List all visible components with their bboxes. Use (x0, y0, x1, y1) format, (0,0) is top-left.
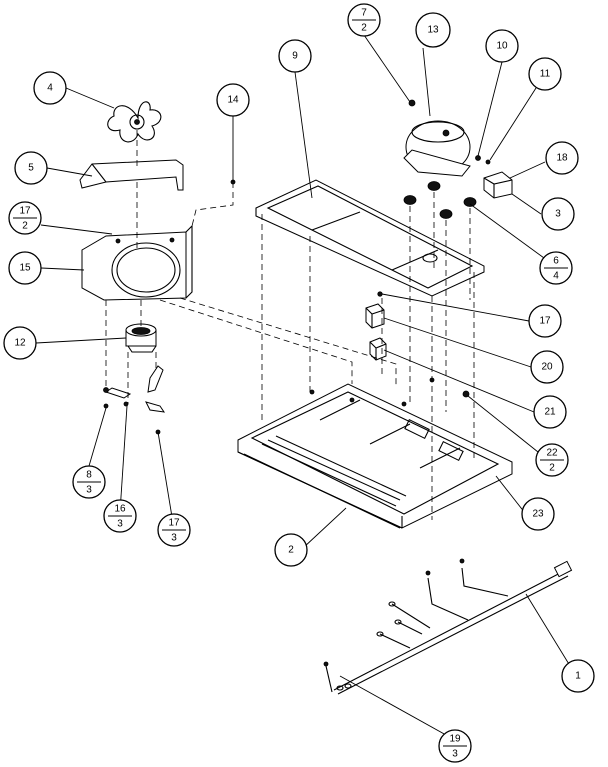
svg-text:13: 13 (427, 25, 439, 36)
svg-text:3: 3 (86, 485, 92, 496)
svg-text:3: 3 (117, 519, 123, 530)
svg-text:20: 20 (541, 362, 553, 373)
callout-20: 20 (530, 350, 564, 384)
callout-5: 5 (14, 151, 48, 185)
svg-text:4: 4 (553, 271, 559, 282)
relay-overload (475, 155, 513, 199)
shroud-bracket (79, 159, 184, 191)
svg-text:6: 6 (553, 256, 559, 267)
motor-brackets (103, 365, 166, 435)
svg-text:2: 2 (361, 23, 367, 34)
callout-19-3: 19 3 (438, 729, 472, 763)
callout-4: 4 (33, 71, 67, 105)
svg-text:5: 5 (28, 163, 34, 174)
callout-16-3: 16 3 (103, 499, 137, 533)
callout-10: 10 (485, 29, 519, 63)
assembly-lines (105, 130, 475, 520)
svg-text:8: 8 (86, 470, 92, 481)
svg-text:16: 16 (114, 504, 126, 515)
callout-1: 1 (561, 659, 595, 693)
callout-15: 15 (8, 251, 42, 285)
callout-14: 14 (216, 83, 250, 117)
callout-13: 13 (415, 12, 451, 48)
callout-23: 23 (521, 497, 555, 531)
svg-text:2: 2 (549, 463, 555, 474)
svg-text:22: 22 (546, 448, 558, 459)
drain-pan (255, 179, 485, 297)
svg-text:19: 19 (449, 734, 461, 745)
callout-8-3: 8 3 (72, 465, 106, 499)
screw-14 (191, 179, 236, 227)
svg-text:1: 1 (575, 671, 581, 682)
svg-text:3: 3 (171, 533, 177, 544)
callout-3: 3 (541, 197, 575, 231)
svg-text:9: 9 (292, 51, 298, 62)
callout-21: 21 (533, 395, 567, 429)
compressor (403, 99, 471, 177)
svg-text:2: 2 (288, 545, 294, 556)
callout-7-2: 7 2 (347, 3, 381, 37)
callout-9: 9 (278, 39, 312, 73)
callout-18: 18 (545, 141, 579, 175)
callout-2: 2 (274, 533, 308, 567)
svg-text:17: 17 (19, 206, 31, 217)
control-relays (365, 291, 387, 361)
callout-12: 12 (3, 326, 37, 360)
callout-17: 17 (528, 304, 562, 338)
svg-text:17: 17 (539, 316, 551, 327)
callout-6-4: 6 4 (539, 251, 573, 285)
fan-motor (125, 323, 157, 353)
fan-blade (107, 101, 162, 143)
svg-text:18: 18 (556, 153, 568, 164)
svg-text:3: 3 (452, 749, 458, 760)
svg-text:15: 15 (19, 263, 31, 274)
leader-lines (35, 34, 576, 741)
fan-shroud (81, 224, 193, 301)
callout-17-3: 17 3 (157, 513, 191, 547)
svg-text:3: 3 (555, 209, 561, 220)
svg-text:10: 10 (496, 41, 508, 52)
svg-text:12: 12 (14, 338, 26, 349)
svg-text:21: 21 (544, 407, 556, 418)
svg-text:17: 17 (168, 518, 180, 529)
compressor-grommets (403, 181, 477, 219)
callout-17-2: 17 2 (8, 201, 42, 235)
base-pan (237, 377, 513, 529)
wire-harness (323, 558, 573, 695)
callout-11: 11 (528, 57, 562, 91)
callout-22-2: 22 2 (535, 443, 569, 477)
svg-text:4: 4 (47, 83, 53, 94)
svg-text:14: 14 (227, 95, 239, 106)
svg-text:2: 2 (22, 221, 28, 232)
svg-text:11: 11 (540, 69, 551, 80)
svg-text:7: 7 (361, 8, 367, 19)
svg-text:23: 23 (532, 509, 544, 520)
